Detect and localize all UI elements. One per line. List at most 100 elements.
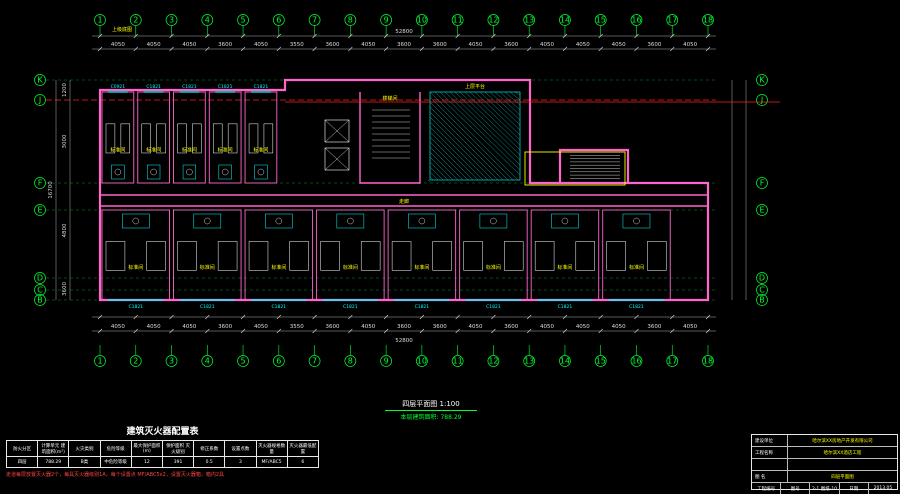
room-label: 标准间: [182, 147, 197, 154]
room-label: 标准间: [271, 264, 286, 271]
bathroom: [254, 164, 268, 180]
hatch-line: [429, 156, 454, 181]
axis-label: 9: [384, 16, 389, 25]
title-block-cell: 2-1 图纸-10: [810, 483, 840, 494]
hatch-line: [429, 126, 484, 181]
title-block-value: 四层平面图: [831, 474, 854, 480]
axis-label: 2: [133, 357, 138, 366]
axis-label: 10: [417, 357, 427, 366]
axis-bubble: [487, 355, 500, 367]
hatch-line: [439, 91, 521, 171]
floor-area: 本层建筑面积: 788.29: [400, 414, 462, 421]
bed: [146, 241, 166, 271]
bed: [391, 241, 412, 271]
toilet: [490, 217, 497, 225]
guest-room: [387, 209, 457, 301]
axis-label: 3: [169, 16, 174, 25]
fire-table-cell: 391: [161, 456, 195, 468]
toilet: [633, 217, 640, 225]
fire-table-note: 走道每层放置灭火器2个，每具灭火器级别1A，每个设置点 MF/ABC5x2，设置…: [6, 472, 225, 478]
axis-label: 3: [169, 357, 174, 366]
top-dimension: 3550: [290, 42, 304, 48]
axis-label: 4: [205, 16, 210, 25]
bottom-dimension: 4050: [147, 324, 161, 330]
bed: [606, 241, 626, 271]
title-block-value: [788, 459, 897, 470]
hatch-line: [454, 91, 521, 156]
axis-bubble: [487, 14, 500, 26]
fire-table-cell: 四层: [5, 456, 39, 468]
bed: [192, 123, 202, 154]
axis-label: J: [38, 96, 41, 105]
axis-bubble: [594, 355, 607, 367]
fire-table-cell: B类: [68, 456, 101, 468]
window-tag: C1821: [558, 304, 573, 310]
hatch-line: [429, 146, 464, 181]
bed: [360, 241, 381, 271]
bed: [217, 241, 238, 271]
fire-table-cell: MF/ABC5: [255, 456, 288, 468]
bed: [463, 241, 483, 271]
toilet: [150, 168, 157, 176]
hatch-line: [484, 91, 521, 126]
axis-bubble: [451, 355, 464, 367]
bottom-dimension: 3600: [325, 324, 339, 330]
axis-label: K: [37, 76, 43, 85]
bathroom: [265, 213, 293, 229]
bed: [213, 123, 223, 154]
axis-label: K: [759, 76, 765, 85]
axis-label: B: [759, 296, 765, 305]
axis-bubble: [756, 294, 768, 306]
axis-bubble: [344, 355, 357, 367]
room-label: 标准间: [629, 264, 644, 271]
window-tag: C0921: [111, 84, 126, 90]
axis-bubble: [756, 177, 768, 189]
top-dimension: 3600: [433, 42, 447, 48]
bottom-dimension: 4050: [469, 324, 483, 330]
bed: [105, 241, 126, 271]
hatch-line: [429, 166, 444, 181]
axis-bubble: [380, 355, 392, 367]
bathroom: [147, 164, 161, 180]
side-dimension: 1200: [62, 83, 68, 97]
axis-bubble: [523, 14, 536, 26]
guest-room: [101, 209, 170, 301]
hatch-line: [427, 179, 431, 183]
axis-label: E: [759, 206, 764, 215]
hatch-line: [429, 161, 449, 181]
bed: [105, 123, 116, 154]
axis-label: 13: [524, 357, 534, 366]
axis-bubble: [94, 14, 106, 26]
bed: [647, 241, 667, 271]
axis-label: 15: [596, 16, 606, 25]
window-tag: C1821: [182, 84, 197, 90]
axis-label: 13: [524, 16, 534, 25]
title-block-cell: 工程编号: [752, 483, 782, 494]
bed: [177, 123, 187, 154]
bathroom: [551, 213, 579, 229]
guest-room: [173, 91, 206, 184]
fire-table-cell: 0.5: [193, 456, 226, 468]
title-block-cell: 图号: [781, 483, 811, 494]
axis-label: 14: [560, 357, 570, 366]
axis-label: 5: [241, 357, 246, 366]
axis-bubble: [129, 355, 142, 367]
axis-bubble: [756, 204, 768, 216]
axis-label: J: [760, 96, 763, 105]
axis-bubble: [416, 355, 428, 367]
guest-room: [244, 91, 278, 184]
elevator-shaft: [324, 119, 350, 143]
axis-label: 6: [276, 16, 281, 25]
axis-label: C: [759, 286, 765, 295]
axis-bubble: [237, 14, 249, 26]
bed: [120, 123, 131, 154]
fire-table-cell: 12: [130, 456, 163, 468]
hatch-line: [429, 111, 499, 181]
axis-label: 10: [417, 16, 427, 25]
bottom-dimension: 4050: [612, 324, 626, 330]
title-block-key: 建设单位: [752, 435, 788, 446]
room-label: 标准间: [414, 264, 429, 271]
axis-bubble: [201, 355, 214, 367]
